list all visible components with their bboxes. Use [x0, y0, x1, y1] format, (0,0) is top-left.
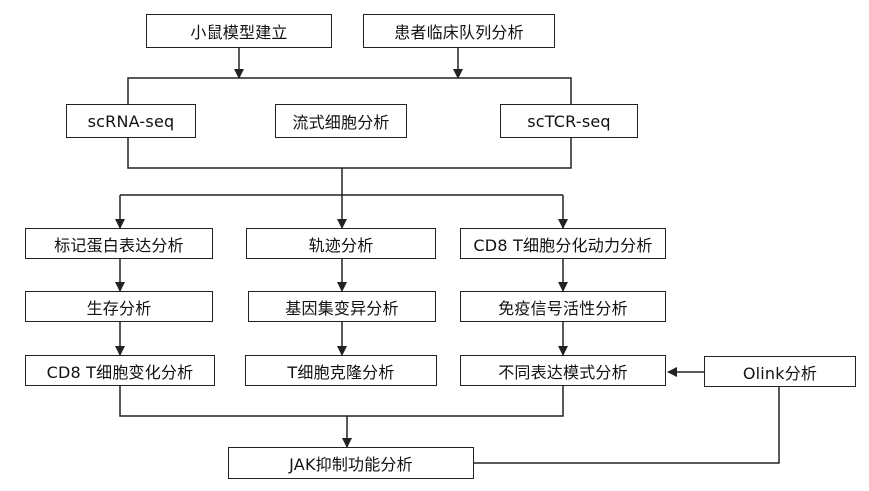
node-survival: 生存分析: [25, 291, 213, 322]
node-scrna-seq: scRNA-seq: [66, 104, 196, 138]
node-immune-signaling: 免疫信号活性分析: [460, 291, 666, 322]
node-marker-protein: 标记蛋白表达分析: [25, 228, 213, 259]
node-trajectory: 轨迹分析: [246, 228, 436, 259]
node-cd8-change: CD8 T细胞变化分析: [25, 355, 215, 386]
merge-bar-middle: [127, 138, 572, 169]
node-sctcr-seq: scTCR-seq: [500, 104, 638, 138]
olink-to-jak-line: [474, 387, 780, 464]
node-patient-cohort: 患者临床队列分析: [363, 14, 555, 48]
node-olink: Olink分析: [704, 356, 856, 387]
node-cd8-differentiation: CD8 T细胞分化动力分析: [460, 228, 666, 259]
merge-bar-bottom: [119, 386, 564, 417]
node-jak-inhibition: JAK抑制功能分析: [228, 447, 474, 479]
node-flow-cytometry: 流式细胞分析: [275, 104, 407, 138]
node-mouse-model: 小鼠模型建立: [146, 14, 332, 48]
node-gene-set-variation: 基因集变异分析: [248, 291, 436, 322]
merge-bar-top: [127, 77, 572, 104]
node-diff-expression: 不同表达模式分析: [460, 355, 666, 386]
node-tcell-clone: T细胞克隆分析: [245, 355, 437, 386]
